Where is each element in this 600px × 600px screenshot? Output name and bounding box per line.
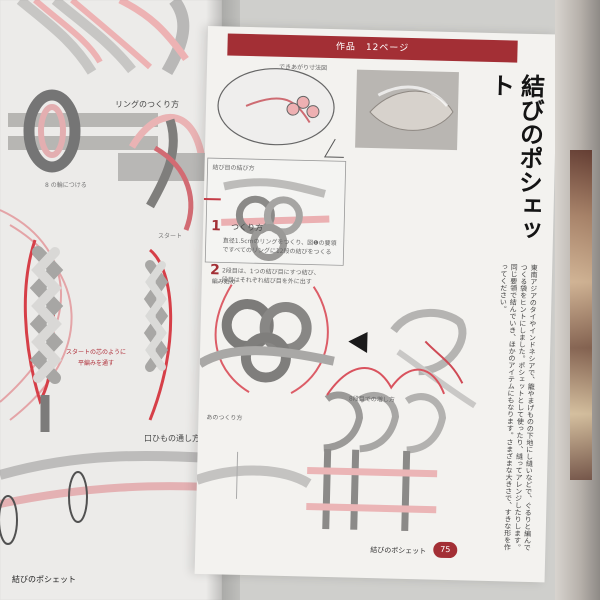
size-diagram-knot-2 <box>296 95 310 109</box>
ring-pink-cord <box>128 114 207 171</box>
step-1-number: 1 <box>210 218 222 235</box>
ring-knot-cord <box>146 118 178 209</box>
right-page: 作品 12ページ <box>194 26 558 583</box>
step-1-title: つくり方 <box>230 222 264 233</box>
braid-right <box>31 247 62 383</box>
left-page-edge <box>0 0 222 600</box>
left-page: リングのつくり方 8 の輪につける スタート スタートの芯のように 平編みを通す… <box>0 0 222 600</box>
increase-red-guide <box>326 367 446 396</box>
right-page-illustrations <box>195 68 477 532</box>
increase-vertical-cords <box>322 448 411 532</box>
step2-cord-loop <box>390 308 467 376</box>
left-section-title: リングのつくり方 <box>115 100 179 109</box>
start-note-1: スタートの芯のように <box>66 349 127 356</box>
top-cord-illustration <box>16 0 136 75</box>
step-direction-arrow <box>348 331 368 353</box>
start-red-guide-right <box>290 286 329 395</box>
knot-ring-3 <box>250 224 288 262</box>
closure-title: 口ひもの通し方 <box>144 434 200 443</box>
increase-section-label: 8段目での増し方 <box>348 395 395 404</box>
left-footer-label: 結びのポシェット <box>12 575 76 584</box>
start-note-2: 平編みを通す <box>78 360 115 367</box>
size-diagram-red-cord <box>245 97 311 124</box>
start-label: スタート <box>158 233 183 240</box>
size-diagram-line <box>323 138 344 158</box>
ring-pink-inner <box>38 104 66 158</box>
product-photo-highlight <box>377 85 449 107</box>
size-diagram-knot-3 <box>306 105 320 119</box>
size-diagram-label: できあがり寸法図 <box>278 63 328 72</box>
footer-title: 結びのポシェット <box>370 546 427 556</box>
second-braid-left <box>143 260 169 372</box>
bottom-pink-cord <box>0 482 211 508</box>
page-number-badge: 75 <box>433 541 458 559</box>
second-braid-right <box>145 261 167 371</box>
top-pink-cord <box>33 0 153 70</box>
knot-diagram-label: 結び目の結び方 <box>212 164 255 173</box>
ring-note: 8 の輪につける <box>45 182 87 189</box>
left-page-illustrations <box>0 0 222 600</box>
top-rope-loop <box>161 0 190 76</box>
increase-pink-cords <box>306 467 438 514</box>
step2-red-path <box>424 340 464 384</box>
ring-red-guide <box>153 145 194 231</box>
product-photo-bag <box>369 90 454 131</box>
knot-cord-bottom <box>221 215 330 226</box>
size-diagram-bag-outline <box>217 68 335 146</box>
page-title-vertical: 結びのポシェット <box>486 72 545 243</box>
ring-illustration <box>23 89 81 173</box>
increase-chain-1 <box>323 391 363 452</box>
strap-cord <box>195 465 312 488</box>
strap-measure-line <box>235 451 239 499</box>
knot-cord-top <box>223 178 326 198</box>
bottom-cord <box>0 450 211 480</box>
start-loop-3 <box>240 332 291 383</box>
start-gray-cord <box>197 346 335 368</box>
start-section-label: 編み始め <box>211 278 236 286</box>
vertical-description: 東南アジアのタイやインドネシアで、籠やまげものの下地にし縫いなどで、ぐるりと編ん… <box>499 263 539 552</box>
second-braid-red <box>148 248 173 421</box>
bottom-ring-2 <box>0 495 18 545</box>
top-pink-loop <box>118 0 189 62</box>
step-2-number: 2 <box>209 262 220 279</box>
increase-chain-2 <box>357 392 400 453</box>
bottom-ring-1 <box>68 471 88 523</box>
start-red-guide-left <box>214 284 250 393</box>
increase-chain-3 <box>404 393 447 454</box>
size-diagram-knot-1 <box>286 102 300 116</box>
spine-pattern <box>570 150 592 480</box>
strap-section-label: あのつくり方 <box>206 414 243 422</box>
